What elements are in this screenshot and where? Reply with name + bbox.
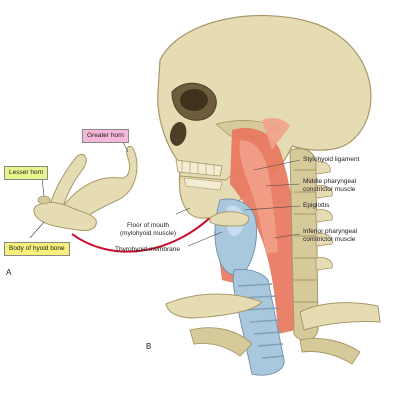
label-lesser-horn: Lesser horn (4, 166, 49, 180)
leader-epiglottis (243, 205, 301, 211)
hyoid-lesser-horn (37, 195, 51, 205)
hyoid-greater-horn-left (47, 153, 87, 219)
panel-label-b: B (146, 342, 152, 351)
panel-label-a: A (6, 268, 12, 277)
label-inferior-constrictor-line2: constrictor muscle (303, 236, 356, 243)
larynx-cartilage (214, 198, 257, 276)
leader-lesser-horn (41, 177, 45, 197)
cervical-spine (289, 148, 333, 341)
trachea (232, 269, 285, 376)
label-epiglottis: Epiglottis (303, 202, 330, 209)
hyoid-body (33, 201, 97, 231)
leader-thyrohyoid (187, 231, 223, 247)
clavicle-shoulders (165, 293, 381, 365)
leader-stylohyoid (253, 159, 301, 171)
hyoid-bone-b (209, 211, 249, 227)
leader-greater-horn (122, 141, 129, 153)
label-thyrohyoid-membrane: Thyrohyoid membrane (115, 246, 181, 253)
label-floor-of-mouth-line1: Floor of mouth (127, 222, 169, 229)
label-body-of-hyoid: Body of hyoid bone (4, 242, 70, 256)
label-middle-constrictor-line1: Middle pharyngeal (303, 178, 357, 185)
hyoid-greater-horn-right (59, 145, 138, 223)
label-floor-of-mouth-line2: (mylohyoid muscle) (120, 230, 176, 237)
label-floor-of-mouth: Floor of mouth (mylohyoid muscle) (120, 222, 176, 238)
leader-middle-constrictor (265, 183, 301, 187)
leader-body (29, 221, 45, 239)
leader-floor-of-mouth (175, 207, 191, 215)
hyoid-bone-a (33, 145, 138, 231)
label-greater-horn: Greater horn (82, 129, 129, 143)
label-stylohyoid-ligament: Stylohyoid ligament (303, 156, 360, 163)
label-middle-constrictor-line2: constrictor muscle (303, 186, 356, 193)
leader-inferior-constrictor (273, 233, 301, 239)
label-inferior-constrictor-line1: Inferior pharyngeal (303, 228, 358, 235)
label-inferior-constrictor: Inferior pharyngeal constrictor muscle (303, 228, 357, 244)
label-middle-constrictor: Middle pharyngeal constrictor muscle (303, 178, 356, 194)
